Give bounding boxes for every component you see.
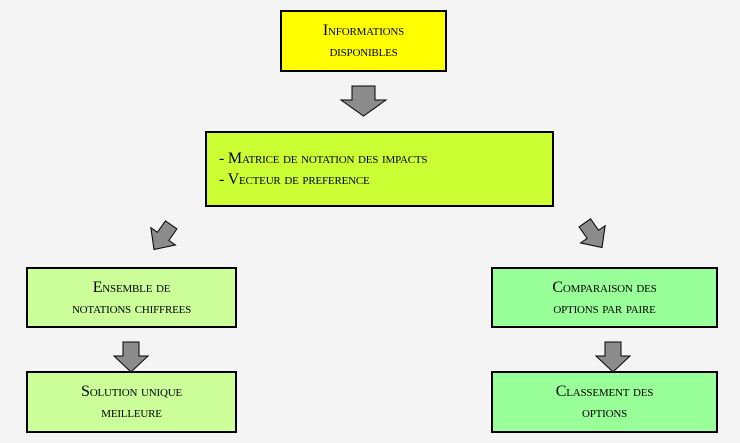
box-info-line-2: disponibles — [329, 43, 398, 60]
box-ensemble-notations: Ensemble de notations chiffrees — [26, 267, 237, 328]
box-matrice-vecteur: - Matrice de notation des impacts - Vect… — [205, 131, 554, 207]
box-informations-disponibles: Informations disponibles — [280, 10, 447, 72]
box-comparaison-line-1: Comparaison des — [552, 278, 657, 296]
box-classement-options: Classement des options — [491, 371, 718, 433]
arrow-diagonal-right — [578, 218, 606, 249]
box-solution-unique: Solution unique meilleure — [26, 371, 237, 433]
arrow-down-right — [594, 341, 632, 373]
box-classement-line-2: options — [581, 404, 628, 421]
arrow-down-left — [112, 341, 150, 373]
arrow-diagonal-left — [150, 220, 178, 251]
box-classement-line-1: Classement des — [555, 383, 654, 400]
box-ensemble-line-2: notations chiffrees — [71, 299, 192, 317]
box-comparaison-options: Comparaison des options par paire — [491, 267, 718, 328]
box-matrice-line-2: - Vecteur de preference — [219, 171, 370, 188]
box-solution-line-2: meilleure — [101, 404, 162, 421]
box-comparaison-line-2: options par paire — [553, 299, 656, 317]
arrow-down-top — [339, 85, 388, 117]
box-solution-line-1: Solution unique — [81, 383, 182, 400]
box-matrice-line-1: - Matrice de notation des impacts — [219, 150, 428, 167]
box-info-line-1: Informations — [322, 22, 405, 39]
box-ensemble-line-1: Ensemble de — [92, 278, 171, 296]
